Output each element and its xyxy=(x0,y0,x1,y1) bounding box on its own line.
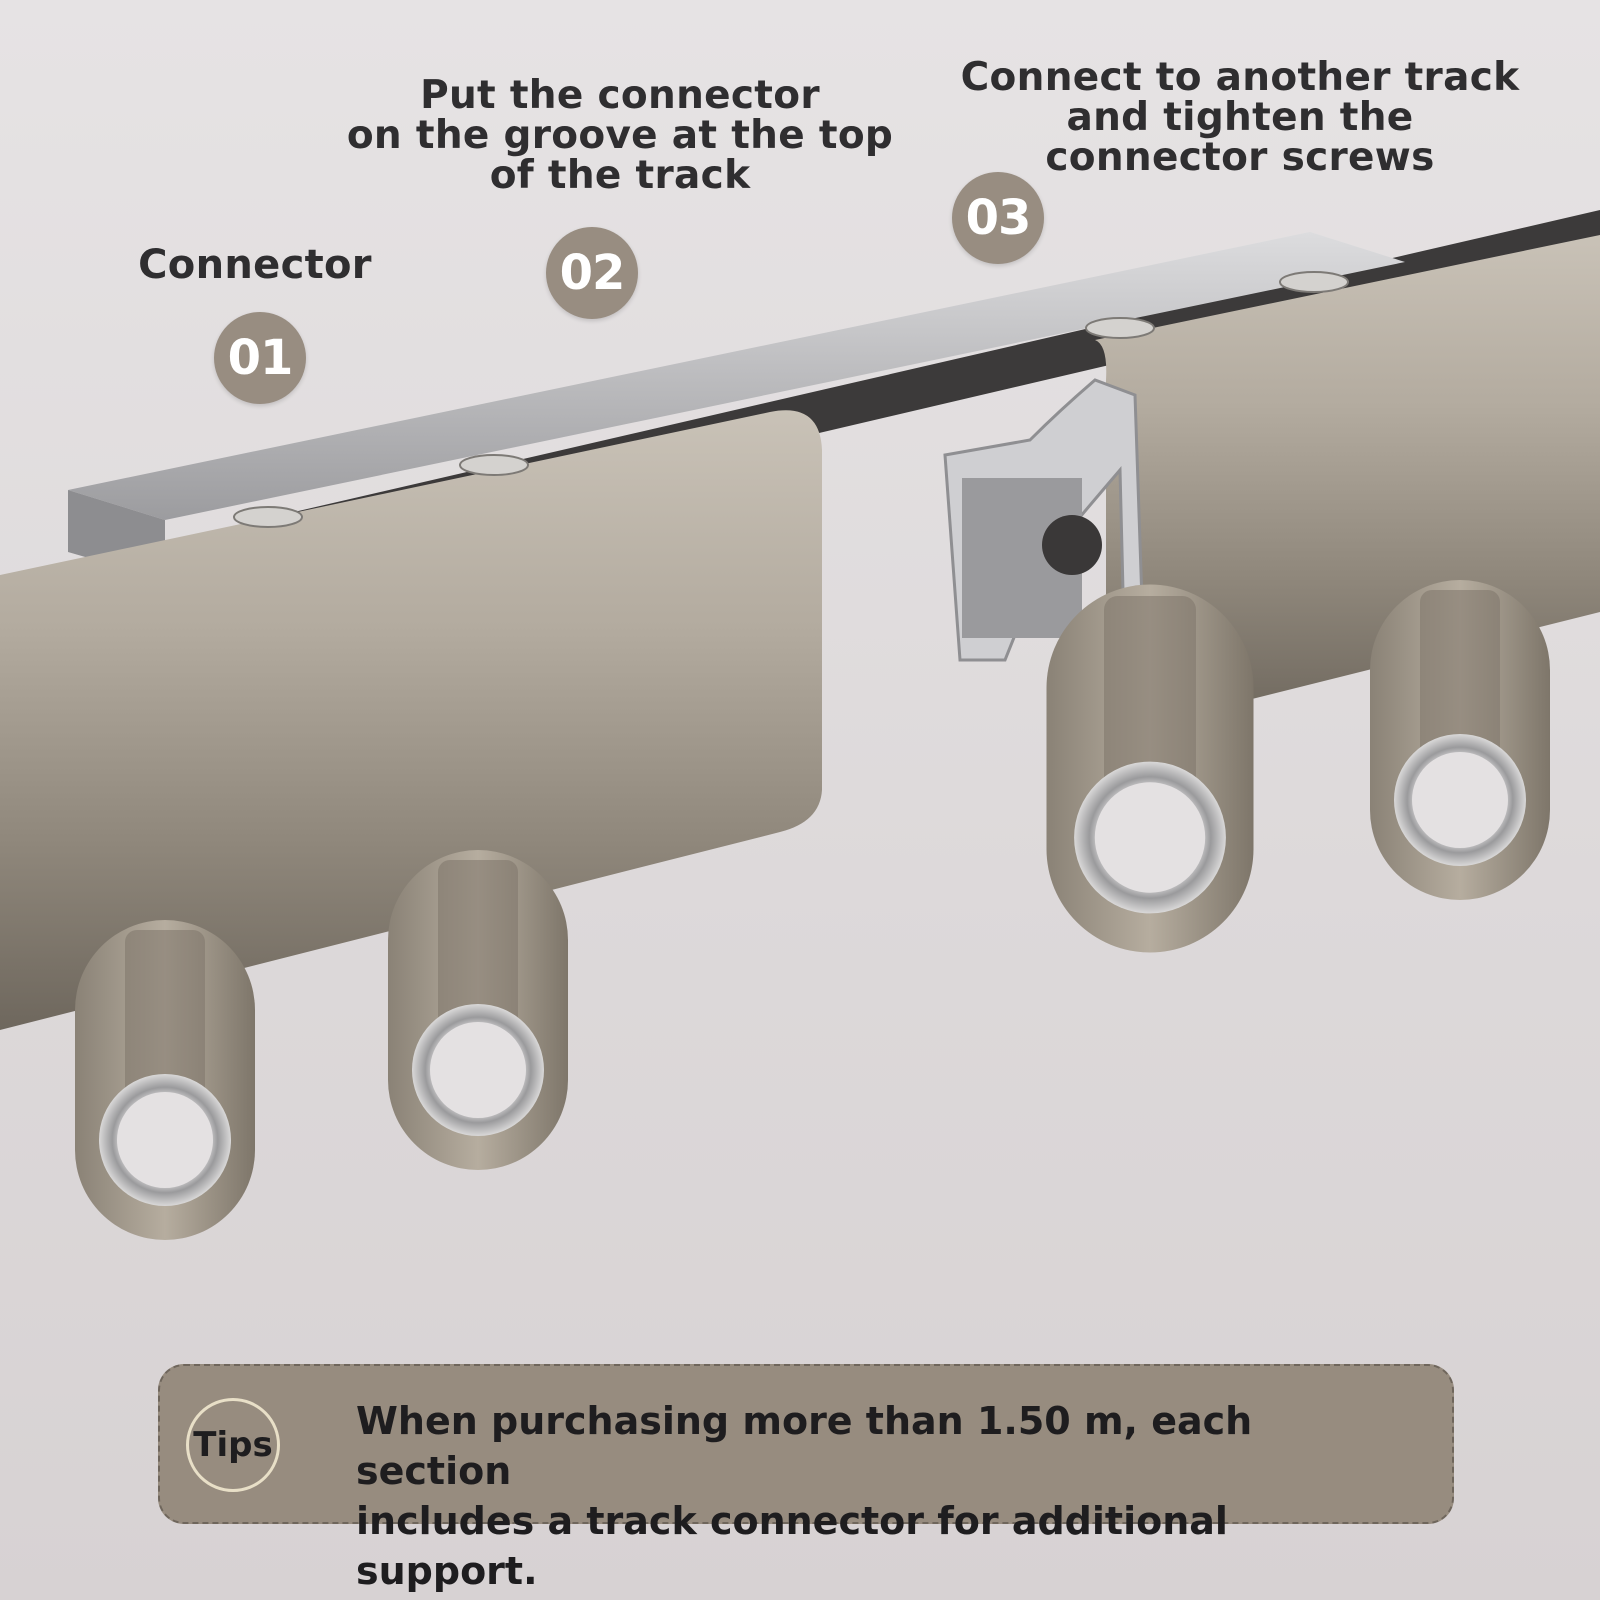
step-2-label: Put the connector on the groove at the t… xyxy=(340,76,900,196)
curtain-hook xyxy=(388,850,568,1170)
left-track xyxy=(0,410,822,1030)
step-3-line: Connect to another track xyxy=(960,55,1520,100)
step-1-line: Connector xyxy=(138,242,372,288)
tips-badge: Tips xyxy=(186,1398,280,1492)
curtain-hook xyxy=(1046,584,1254,953)
tips-box: Tips When purchasing more than 1.50 m, e… xyxy=(158,1364,1454,1593)
step-2-line: on the groove at the top xyxy=(346,113,894,158)
tips-line: includes a track connector for additiona… xyxy=(356,1499,1228,1593)
step-2-line: of the track xyxy=(489,153,751,198)
connector-plate xyxy=(68,232,1405,520)
step-2-line: Put the connector xyxy=(420,73,820,118)
step-3-label: Connect to another track and tighten the… xyxy=(950,58,1530,178)
connector-screws xyxy=(233,271,1349,528)
step-3-badge: 03 xyxy=(952,172,1044,264)
track-end-profile xyxy=(943,378,1147,714)
curtain-hook xyxy=(1370,580,1550,900)
step-2-badge: 02 xyxy=(546,227,638,319)
tips-line: When purchasing more than 1.50 m, each s… xyxy=(356,1399,1253,1493)
step-3-line: connector screws xyxy=(1045,135,1435,180)
step-1-label: Connector xyxy=(110,242,400,288)
curtain-hook xyxy=(75,920,255,1240)
step-3-line: and tighten the xyxy=(1066,95,1414,140)
step-1-badge: 01 xyxy=(214,312,306,404)
tips-text: When purchasing more than 1.50 m, each s… xyxy=(356,1396,1416,1596)
